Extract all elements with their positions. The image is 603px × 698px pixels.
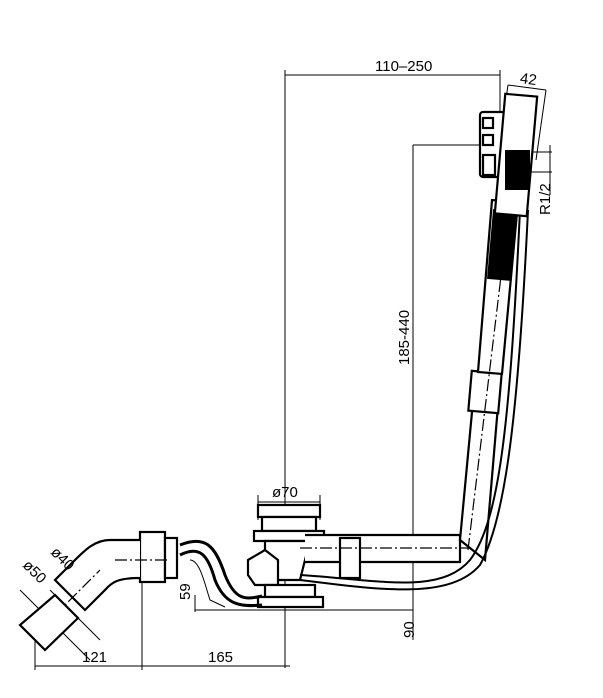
- dim-overflow-reach: 110–250: [375, 58, 432, 75]
- overflow-head: [478, 92, 539, 218]
- dim-overflow-height: 185-440: [396, 310, 413, 365]
- trap-and-outlet: [18, 530, 263, 652]
- dim-trap-length: 165: [208, 649, 233, 666]
- overflow-tube: [299, 159, 529, 591]
- dim-thread: R1/2: [537, 183, 554, 215]
- waste-drain: [246, 503, 326, 609]
- dim-base-height: 90: [401, 621, 418, 638]
- dim-outlet-outer: ø50: [19, 557, 49, 587]
- dim-outlet-offset: 121: [82, 649, 107, 666]
- dim-trap-height: 59: [177, 583, 194, 600]
- connecting-pipe: [300, 533, 470, 580]
- dim-head-depth: 42: [519, 70, 538, 89]
- dim-waste-diameter: ø70: [272, 484, 298, 501]
